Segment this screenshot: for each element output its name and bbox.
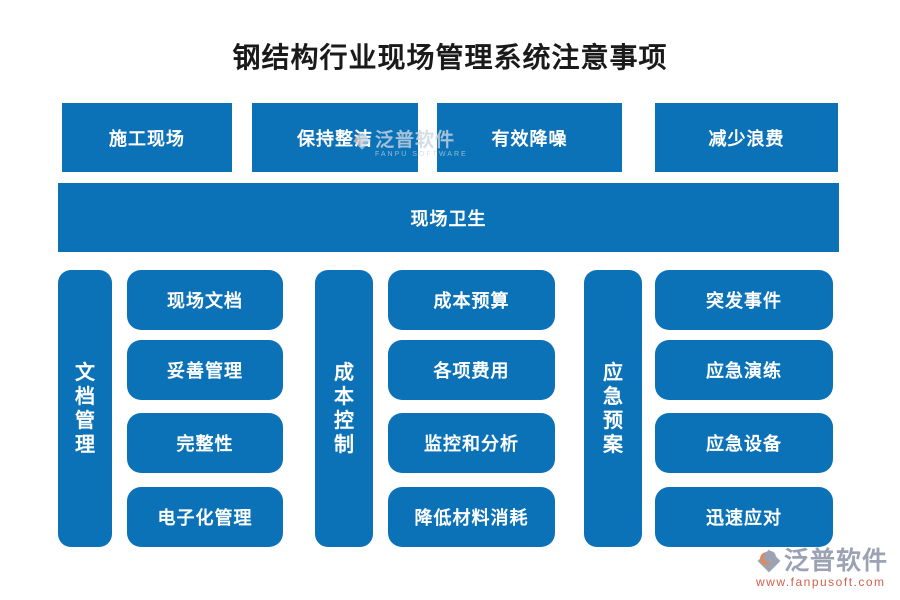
- item-proper-management: 妥善管理: [127, 340, 283, 400]
- category-label: 成本控制: [334, 361, 355, 456]
- item-label: 妥善管理: [167, 361, 243, 381]
- top-box-noise-reduction: 有效降噪: [437, 103, 622, 172]
- item-label: 电子化管理: [157, 508, 253, 528]
- top-box-label: 施工现场: [109, 128, 185, 149]
- top-box-label: 有效降噪: [491, 128, 568, 149]
- item-label: 突发事件: [706, 291, 782, 311]
- item-emergency-equipment: 应急设备: [655, 413, 833, 473]
- top-box-reduce-waste: 减少浪费: [655, 103, 838, 172]
- item-label: 监控和分析: [424, 434, 519, 454]
- site-hygiene-banner: 现场卫生: [58, 183, 839, 252]
- top-box-construction-site: 施工现场: [62, 103, 232, 172]
- top-box-label: 减少浪费: [708, 128, 785, 149]
- item-integrity: 完整性: [127, 413, 283, 473]
- item-cost-budget: 成本预算: [388, 270, 555, 330]
- top-box-label: 保持整洁: [297, 128, 373, 149]
- item-reduce-material-consumption: 降低材料消耗: [388, 487, 555, 547]
- item-label: 降低材料消耗: [414, 508, 529, 528]
- item-unexpected-events: 突发事件: [655, 270, 833, 330]
- item-label: 应急设备: [706, 434, 782, 454]
- footer-watermark: 泛普软件 www.fanpusoft.com: [756, 548, 888, 589]
- item-label: 现场文档: [167, 291, 243, 311]
- category-label: 应急预案: [603, 361, 624, 456]
- item-label: 完整性: [176, 434, 234, 454]
- item-electronic-management: 电子化管理: [127, 487, 283, 547]
- item-label: 各项费用: [433, 361, 510, 381]
- top-box-keep-tidy: 保持整洁: [252, 103, 418, 172]
- item-label: 应急演练: [706, 361, 782, 381]
- footer-brand-text: 泛普软件: [783, 547, 888, 575]
- item-rapid-response: 迅速应对: [655, 487, 833, 547]
- item-various-expenses: 各项费用: [388, 340, 555, 400]
- category-bar-emergency-plan: 应急预案: [584, 270, 642, 547]
- footer-url-text: www.fanpusoft.com: [755, 575, 886, 589]
- category-bar-cost-control: 成本控制: [315, 270, 373, 547]
- item-emergency-drills: 应急演练: [655, 340, 833, 400]
- item-label: 成本预算: [433, 291, 510, 311]
- item-label: 迅速应对: [706, 508, 782, 528]
- category-label: 文档管理: [75, 361, 96, 456]
- banner-label: 现场卫生: [410, 208, 487, 229]
- fanpu-logo-icon: [757, 549, 781, 573]
- category-bar-document-management: 文档管理: [58, 270, 112, 547]
- item-site-documents: 现场文档: [127, 270, 283, 330]
- page-title: 钢结构行业现场管理系统注意事项: [232, 42, 668, 73]
- item-monitoring-analysis: 监控和分析: [388, 413, 555, 473]
